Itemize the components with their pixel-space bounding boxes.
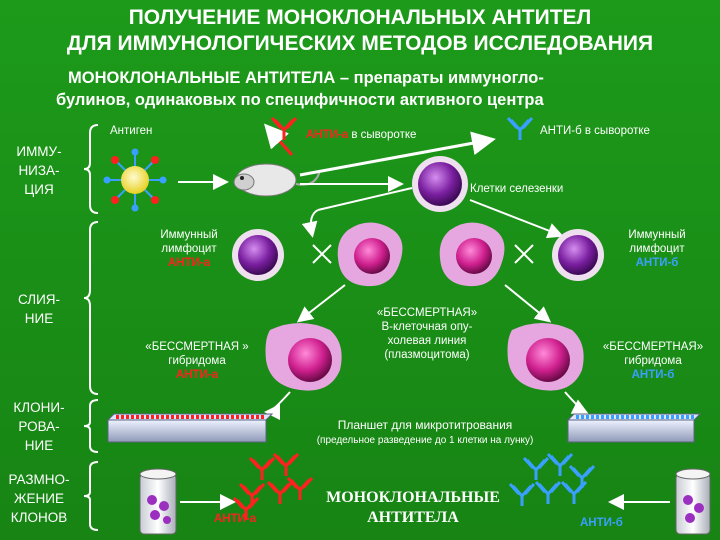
plate-well [616, 415, 619, 419]
plate-well [216, 415, 219, 419]
anti-a-serum-label: АНТИ-а в сыворотке [306, 129, 417, 141]
spleen-cell [412, 156, 468, 212]
plate-well [206, 415, 209, 419]
plate-well [231, 415, 234, 419]
plate-well [601, 415, 604, 419]
plate-well [656, 415, 659, 419]
microtiter-plate-left [106, 413, 274, 443]
plate-well [581, 415, 584, 419]
plate-well [141, 415, 144, 419]
definition-line2: булинов, одинаковых по специфичности акт… [56, 91, 544, 109]
page-title-line2: ДЛЯ ИММУНОЛОГИЧЕСКИХ МЕТОДОВ ИССЛЕДОВАНИ… [66, 32, 654, 55]
antigen-icon [103, 148, 167, 212]
anti-b-serum-label: АНТИ-б в сыворотке [540, 125, 650, 137]
myeloma-cell-left [337, 222, 403, 287]
plate-well [161, 415, 164, 419]
plate-well [221, 415, 224, 419]
microtiter-plate-right [566, 413, 702, 443]
culture-tube-right [675, 468, 711, 535]
stage-immunization: ИММУ-НИЗА-ЦИЯ [16, 144, 62, 197]
plate-well [116, 415, 119, 419]
plate-well [171, 415, 174, 419]
plate-well [236, 415, 239, 419]
plate-well [666, 415, 669, 419]
plate-well [261, 415, 264, 419]
stage-braces [83, 124, 99, 531]
plate-well [241, 415, 244, 419]
plate-well [256, 415, 259, 419]
plate-well [126, 415, 129, 419]
plate-well [201, 415, 204, 419]
plate-well [181, 415, 184, 419]
anti-a-antibodies-icon [232, 452, 314, 522]
plate-well [136, 415, 139, 419]
plate-well [651, 415, 654, 419]
plate-well [211, 415, 214, 419]
plate-well [661, 415, 664, 419]
plate-well [691, 415, 694, 419]
plate-well [676, 415, 679, 419]
plate-well [621, 415, 624, 419]
spleen-cells-label: Клетки селезенки [470, 183, 564, 195]
plate-well [686, 415, 689, 419]
plate-well [646, 415, 649, 419]
plate-note: (предельное разведение до 1 клетки на лу… [316, 435, 534, 446]
stage-fusion: СЛИЯ-НИЕ [17, 292, 61, 326]
plate-well [246, 415, 249, 419]
plate-well [681, 415, 684, 419]
plate-title: Планшет для микротитрования [337, 418, 513, 432]
anti-b-bottom-label: АНТИ-б [580, 517, 623, 529]
plate-well [191, 415, 194, 419]
plate-well [576, 415, 579, 419]
plate-well [176, 415, 179, 419]
stage-cloning: КЛОНИ-РОВА-НИЕ [13, 400, 65, 453]
hybridoma-right [507, 323, 584, 391]
plate-well [186, 415, 189, 419]
plate-well [196, 415, 199, 419]
plate-well [626, 415, 629, 419]
plate-well [251, 415, 254, 419]
definition-line1: МОНОКЛОНАЛЬНЫЕ АНТИТЕЛА – препараты имму… [68, 69, 544, 87]
plate-well [146, 415, 149, 419]
plate-well [586, 415, 589, 419]
mouse-icon [233, 163, 321, 197]
antigen-label: Антиген [110, 125, 153, 137]
culture-tube-left [139, 468, 177, 535]
plate-well [121, 415, 124, 419]
plate-well [151, 415, 154, 419]
anti-b-antibodies-icon [508, 452, 596, 508]
hybridoma-left-label: «БЕССМЕРТНАЯ »гибридома АНТИ-а [145, 341, 249, 381]
plate-well [156, 415, 159, 419]
plate-well [636, 415, 639, 419]
myeloma-label: «БЕССМЕРТНАЯ»В-клеточная опу-холевая лин… [376, 307, 478, 361]
myeloma-cell-right [439, 222, 505, 287]
lymphocyte-anti-a [232, 229, 284, 281]
hybridoma-right-label: «БЕССМЕРТНАЯ»гибридома АНТИ-б [602, 341, 704, 381]
lymphocyte-anti-b [552, 229, 604, 281]
plate-well [641, 415, 644, 419]
plate-well [631, 415, 634, 419]
plate-well [611, 415, 614, 419]
hybridoma-left [265, 323, 342, 391]
plate-well [226, 415, 229, 419]
plate-well [591, 415, 594, 419]
page-title-line1: ПОЛУЧЕНИЕ МОНОКЛОНАЛЬНЫХ АНТИТЕЛ [128, 6, 592, 29]
plate-well [671, 415, 674, 419]
anti-a-bottom-label: АНТИ-а [214, 513, 257, 525]
plate-well [166, 415, 169, 419]
plate-well [606, 415, 609, 419]
plate-well [596, 415, 599, 419]
plate-well [131, 415, 134, 419]
